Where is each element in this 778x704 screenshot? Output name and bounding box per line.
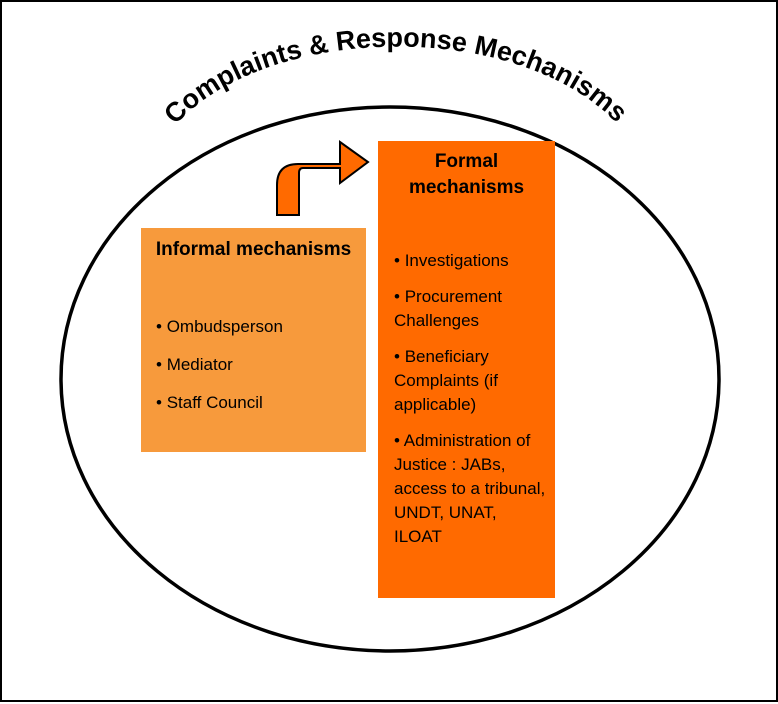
list-item: • Procurement Challenges — [394, 285, 549, 333]
informal-mechanisms-list: • Ombudsperson • Mediator • Staff Counci… — [141, 315, 366, 415]
formal-mechanisms-list: • Investigations • Procurement Challenge… — [378, 249, 555, 549]
curved-arrow-icon — [276, 140, 370, 216]
formal-item-investigations: Investigations — [404, 251, 509, 270]
list-item: • Investigations — [394, 249, 549, 273]
informal-item-ombudsperson: Ombudsperson — [166, 317, 283, 336]
formal-item-administration-of-justice: Administration of Justice : JABs, access… — [394, 431, 546, 546]
bullet-mark: • — [394, 431, 400, 450]
formal-mechanisms-box: Formal mechanisms • Investigations • Pro… — [378, 141, 555, 598]
bullet-mark: • — [394, 347, 400, 366]
formal-item-beneficiary-complaints: Beneficiary Complaints (if applicable) — [394, 347, 498, 414]
list-item: • Staff Council — [156, 391, 366, 415]
bullet-mark: • — [156, 393, 162, 412]
informal-item-staff-council: Staff Council — [166, 393, 263, 412]
list-item: • Administration of Justice : JABs, acce… — [394, 429, 549, 549]
bullet-mark: • — [156, 317, 162, 336]
informal-mechanisms-box: Informal mechanisms • Ombudsperson • Med… — [141, 228, 366, 452]
informal-item-mediator: Mediator — [166, 355, 233, 374]
formal-mechanisms-title: Formal mechanisms — [408, 151, 525, 198]
list-item: • Mediator — [156, 353, 366, 377]
informal-mechanisms-title: Informal mechanisms — [155, 239, 352, 260]
bullet-mark: • — [394, 251, 400, 270]
list-item: • Ombudsperson — [156, 315, 366, 339]
formal-item-procurement-challenges: Procurement Challenges — [394, 287, 503, 330]
list-item: • Beneficiary Complaints (if applicable) — [394, 345, 549, 417]
bullet-mark: • — [156, 355, 162, 374]
bullet-mark: • — [394, 287, 400, 306]
